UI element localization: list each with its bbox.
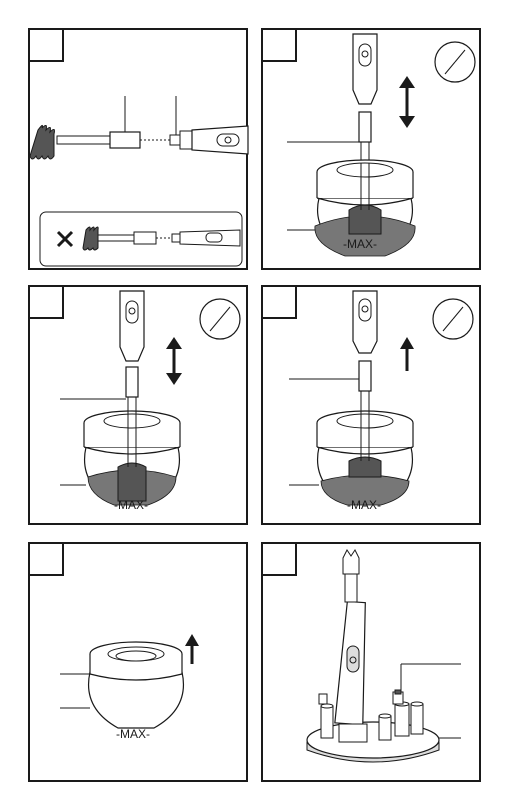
handle xyxy=(170,126,248,154)
clock-icon xyxy=(200,299,240,339)
step-panel-3: -MAX- xyxy=(28,285,248,525)
brush-icon xyxy=(30,125,117,159)
max-fill-label: -MAX- xyxy=(114,498,148,512)
clock-icon xyxy=(433,299,473,339)
step-panel-6 xyxy=(261,542,481,782)
double-arrow-icon xyxy=(166,337,182,385)
clock-icon xyxy=(435,42,475,82)
step-panel-1 xyxy=(28,28,248,270)
illustration-remove-lid: -MAX- xyxy=(30,544,250,784)
max-fill-label: -MAX- xyxy=(116,727,150,741)
illustration-bowl-spin: -MAX- xyxy=(263,30,483,272)
step-panel-2: -MAX- xyxy=(261,28,481,270)
up-arrow-icon xyxy=(185,634,199,664)
step-panel-5: -MAX- xyxy=(28,542,248,782)
max-fill-label: -MAX- xyxy=(343,237,377,251)
step-panel-4: -MAX- xyxy=(261,285,481,525)
illustration-assemble xyxy=(30,30,250,272)
illustration-storage-stand xyxy=(263,544,483,784)
illustration-lift-brush: -MAX- xyxy=(263,287,483,527)
up-arrow-icon xyxy=(400,337,414,371)
adapter xyxy=(110,132,140,148)
double-arrow-icon xyxy=(399,76,415,128)
illustration-bowl-spin-2: -MAX- xyxy=(30,287,250,527)
max-fill-label: -MAX- xyxy=(347,498,381,512)
